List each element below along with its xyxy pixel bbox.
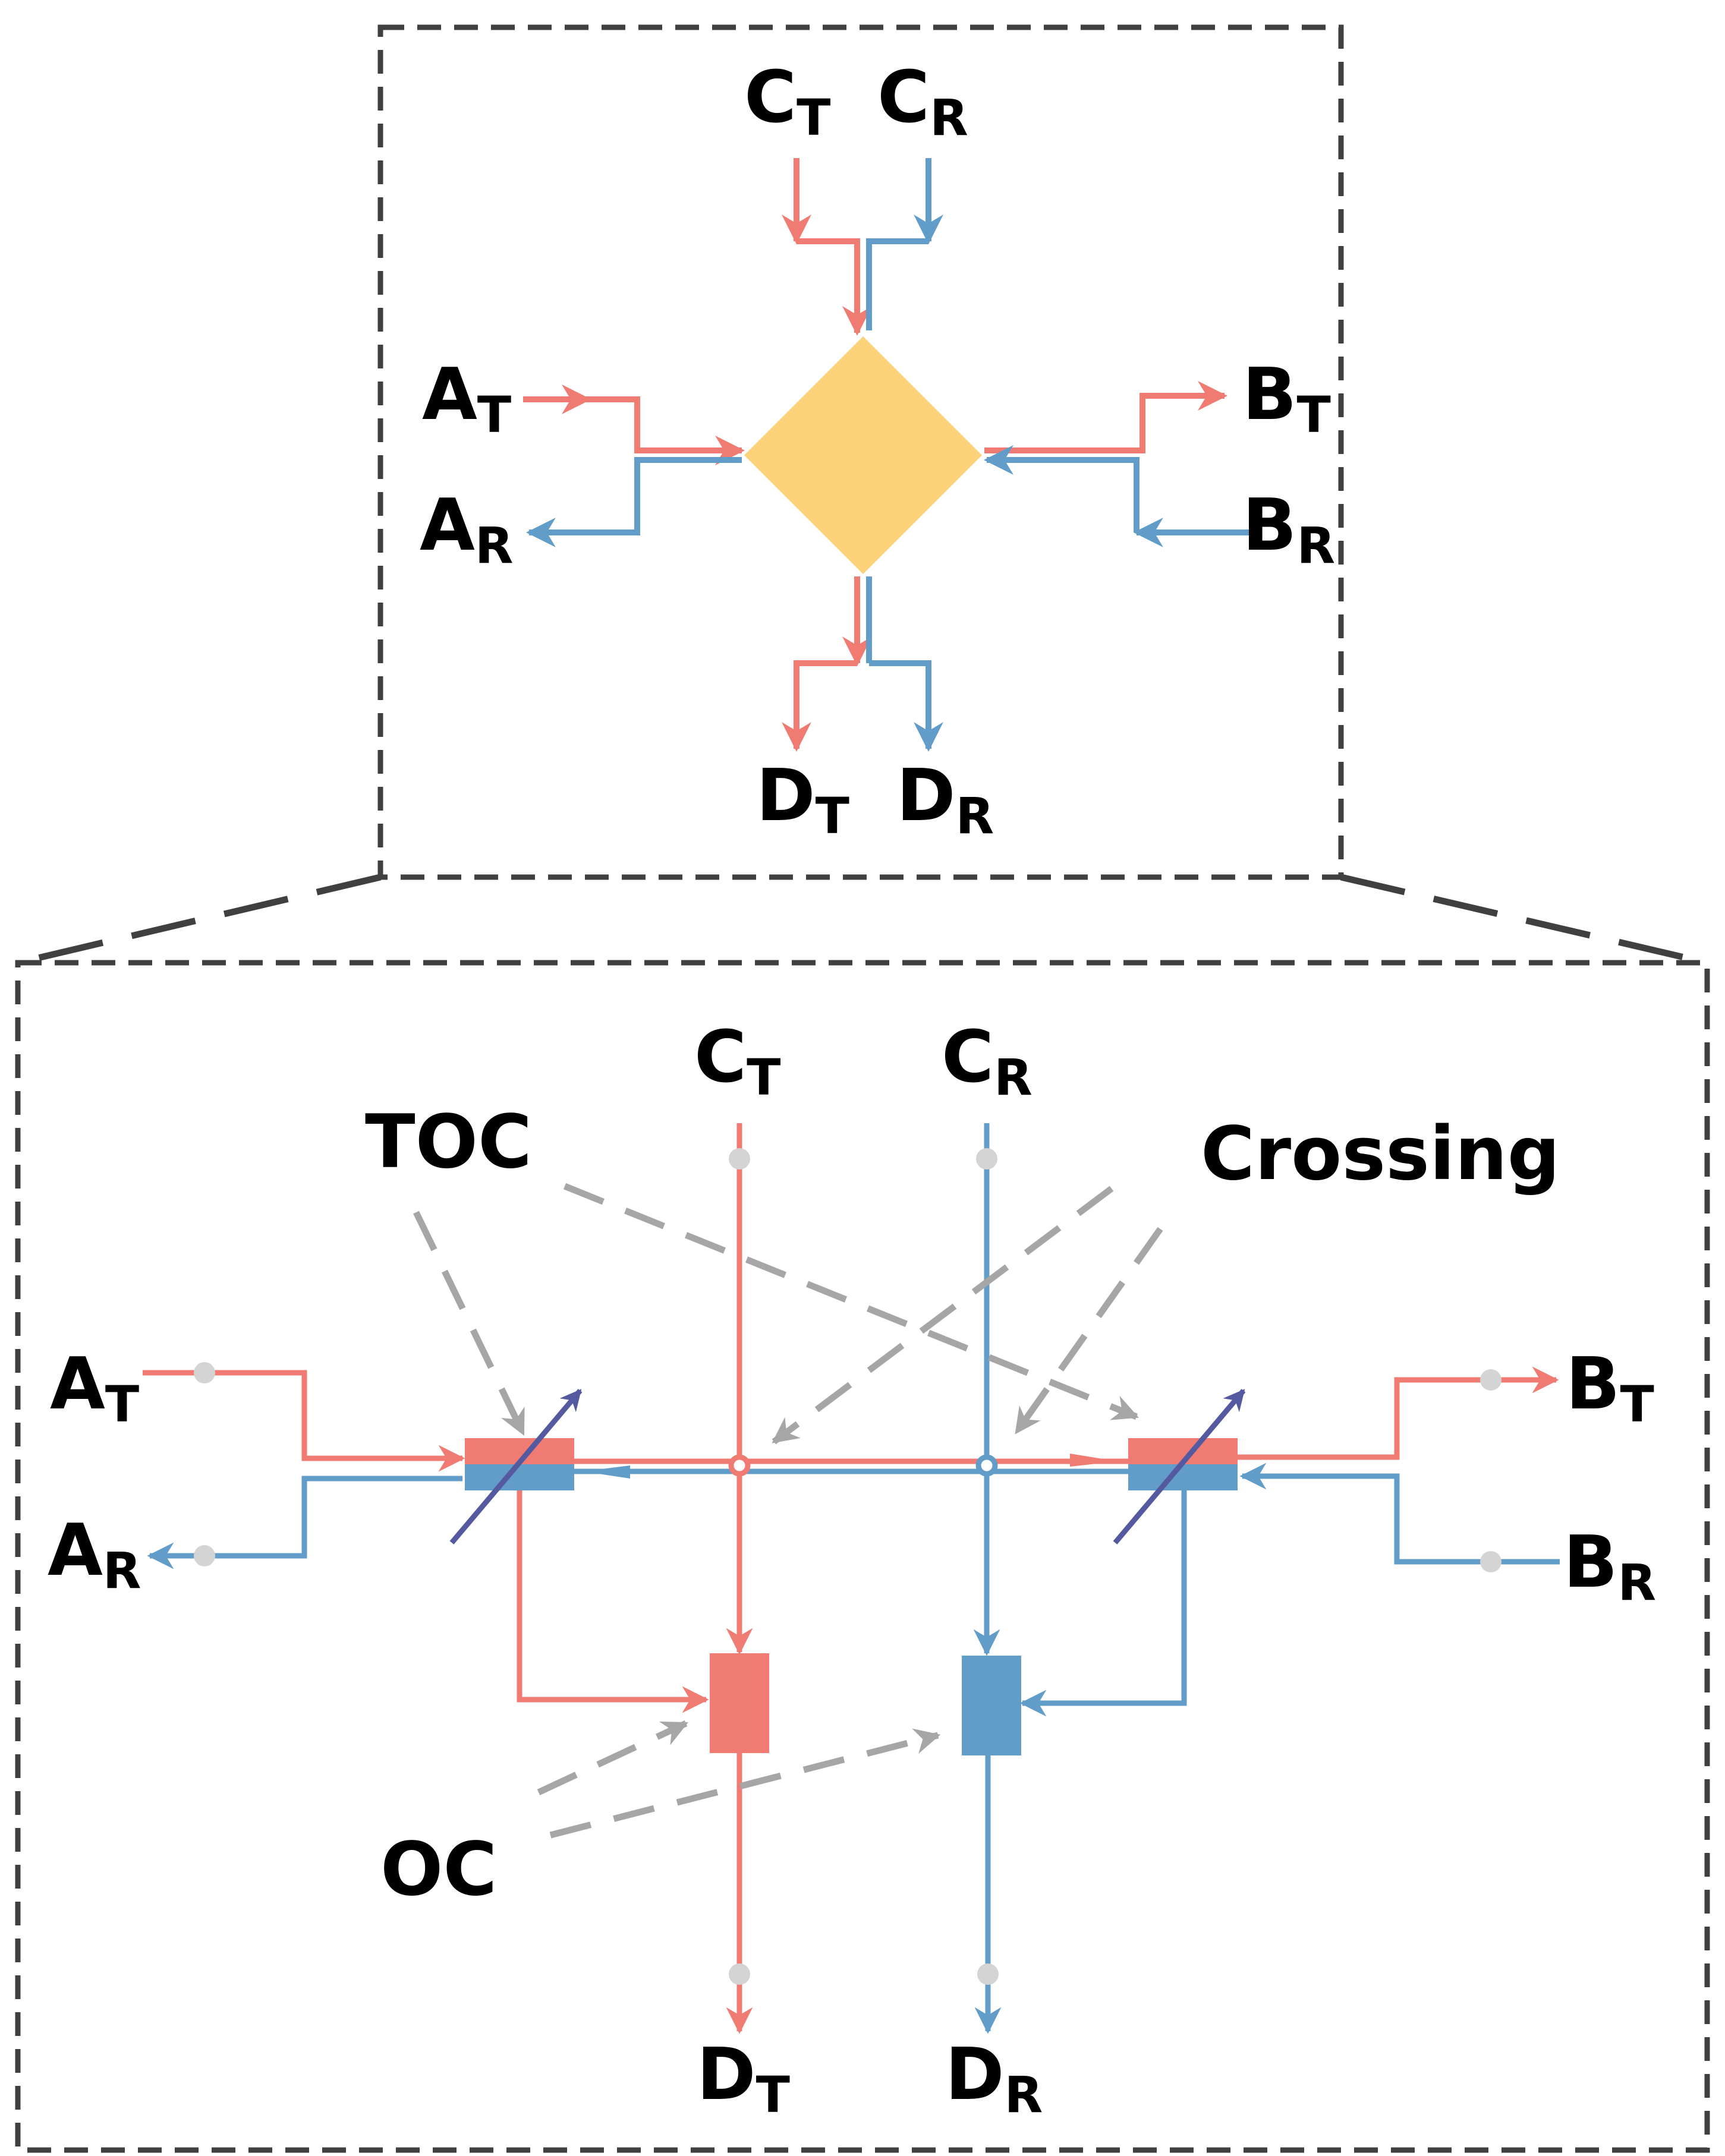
- toc-left-to-oc: [517, 1486, 709, 1713]
- ar-output-path: [526, 457, 742, 547]
- bt-path: [1236, 1366, 1559, 1460]
- callout-crossing: Crossing: [1201, 1111, 1560, 1197]
- zoom-connectors: [17, 874, 1708, 966]
- bottom-label-dt: DT: [697, 2034, 790, 2124]
- toc-pointer-right: [563, 1183, 1139, 1420]
- port-dot-ar: [194, 1545, 215, 1566]
- top-label-dr: DR: [896, 755, 994, 845]
- bus-blue-arrowhead: [583, 1465, 630, 1479]
- zoom-line-left: [17, 874, 382, 966]
- port-dot-dr: [977, 1963, 999, 1985]
- bus-red-arrowhead: [1070, 1454, 1118, 1467]
- oc-red: [710, 1653, 769, 1753]
- top-label-ct: CT: [744, 56, 830, 147]
- dt-output-path: [782, 660, 857, 752]
- top-frame: [377, 24, 1344, 880]
- toc-left-tuner: [449, 1389, 583, 1544]
- ct-to-router: [797, 238, 872, 336]
- bottom-label-ar: AR: [48, 1509, 141, 1600]
- top-label-ar: AR: [420, 484, 514, 575]
- oc-pointer-red: [537, 1720, 688, 1795]
- bt-output-path: [984, 381, 1227, 453]
- crossing-pointer-left: [772, 1186, 1114, 1445]
- bottom-label-cr: CR: [942, 1016, 1033, 1107]
- top-label-dt: DT: [756, 755, 849, 845]
- zoom-line-right: [1340, 874, 1708, 966]
- at-path: [143, 1370, 465, 1472]
- toc-left-blue: [465, 1464, 574, 1490]
- port-dot-cr: [976, 1148, 997, 1170]
- port-dot-bt: [1480, 1369, 1501, 1391]
- br-to-router: [984, 445, 1139, 532]
- port-dot-br: [1480, 1551, 1501, 1572]
- top-label-at: AT: [422, 354, 511, 444]
- port-dot-dt: [729, 1963, 750, 1985]
- bottom-label-br: BR: [1563, 1521, 1656, 1612]
- port-dots: [194, 1148, 1501, 1985]
- frames: [15, 24, 1710, 2153]
- oc-blue: [962, 1656, 1021, 1755]
- toc-pointer-left: [413, 1211, 526, 1436]
- cr-to-router: [866, 238, 928, 330]
- port-dot-at: [194, 1362, 215, 1383]
- bottom-port-labels: CT CR AT AR BT BR DT DR: [48, 1016, 1656, 2124]
- bottom-label-at: AT: [50, 1343, 139, 1433]
- top-label-cr: CR: [877, 56, 968, 147]
- bottom-router: [143, 1123, 1560, 2034]
- callout-labels: TOC Crossing OC: [365, 1099, 1560, 1912]
- bottom-label-dr: DR: [945, 2034, 1043, 2124]
- top-label-br: BR: [1242, 484, 1335, 575]
- bottom-label-ct: CT: [694, 1016, 780, 1107]
- br-path: [1239, 1462, 1560, 1565]
- toc-left: [449, 1389, 583, 1544]
- toc-right-blue: [1128, 1464, 1238, 1490]
- top-port-labels: CT CR AT AR BT BR DT DR: [420, 56, 1335, 845]
- toc-right: [1113, 1389, 1246, 1544]
- crossing-dot-left: [728, 1454, 751, 1477]
- callout-oc: OC: [380, 1827, 497, 1912]
- port-dot-ct: [729, 1148, 750, 1170]
- callout-pointers: [413, 1183, 1163, 1839]
- toc-right-tuner: [1113, 1389, 1246, 1544]
- dr-output-path: [869, 660, 943, 752]
- top-label-bt: BT: [1242, 354, 1331, 444]
- bottom-frame: [15, 960, 1710, 2153]
- callout-toc: TOC: [365, 1099, 532, 1185]
- oc-pointer-blue: [549, 1728, 941, 1839]
- toc-right-to-oc: [1019, 1486, 1187, 1717]
- ar-path: [147, 1476, 462, 1569]
- top-router: [523, 158, 1252, 752]
- crossing-dot-right: [975, 1454, 998, 1477]
- at-to-router: [588, 396, 745, 465]
- bottom-label-bt: BT: [1566, 1343, 1654, 1433]
- router-diamond: [744, 336, 982, 574]
- crossing-pointer-right: [1013, 1227, 1163, 1435]
